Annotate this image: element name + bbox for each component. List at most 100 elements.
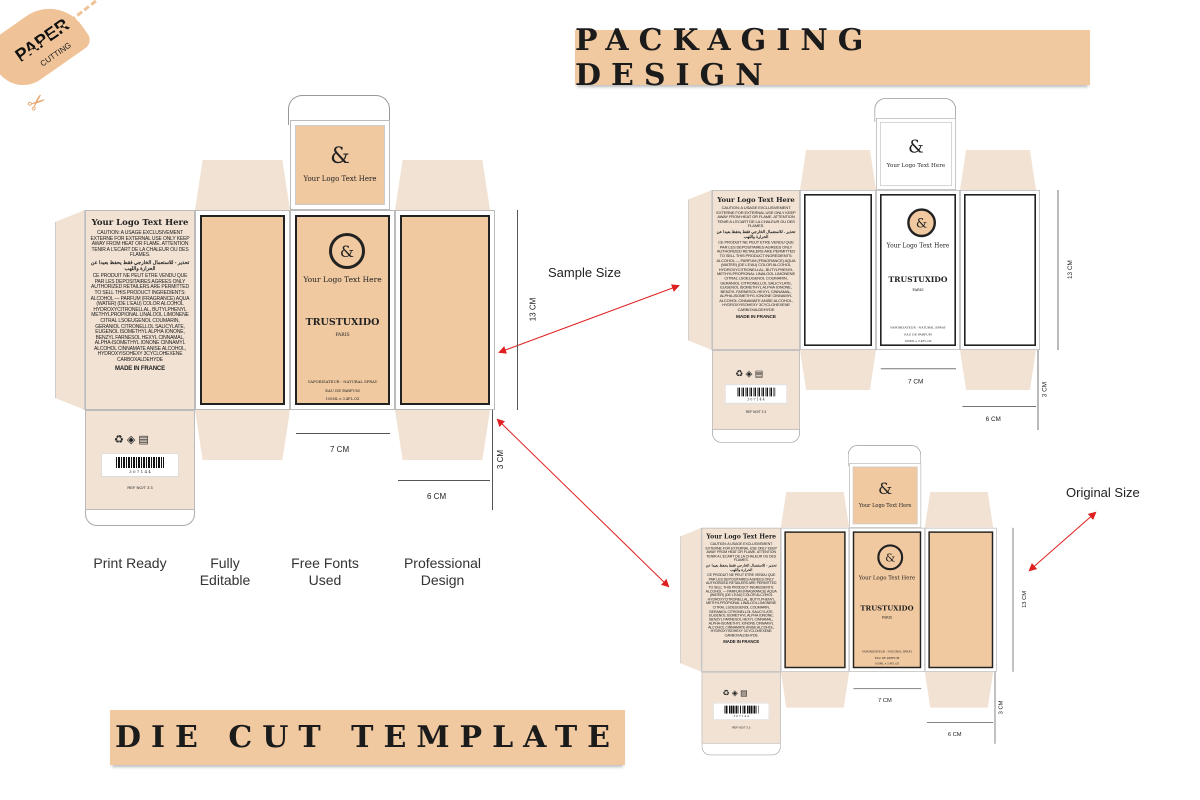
panel-face [964,194,1036,346]
ingredients-text: CE PRODUIT NE PEUT ETRE VENDU QUE PAR LE… [705,573,777,639]
arabic-text: تحذير - للاستعمال الخارجي فقط يحفظ بعيدا… [705,563,777,573]
width-dimension-label: 7 CM [330,445,350,454]
type-text: EAU DE PARFUM [904,332,932,337]
brand-name: TRUSTUXIDO [860,604,914,613]
side-logo-text: Your Logo Text Here [717,196,795,205]
feature-print-ready: Print Ready [93,555,167,571]
dust-flap-bottom-left [780,671,850,708]
glue-flap [680,527,702,672]
side-panel-left [800,190,876,350]
flap-dimension-line [492,410,493,510]
spray-text: VAPORISATEUR - NATURAL SPRAY [307,379,378,384]
ampersand-logo-icon: & [878,480,893,499]
flap-dimension-line [994,671,996,744]
barcode-digits: 3 0 7 1 4 4 [129,469,151,474]
arabic-text: تحذير - للاستعمال الخارجي فقط يحفظ بعيدا… [90,259,190,272]
top-panel-face: & Your Logo Text Here [295,125,385,205]
front-panel: & Your Logo Text Here TRUSTUXIDO PARIS V… [876,190,960,350]
glue-flap [688,190,712,350]
side-panel-left [195,210,290,410]
made-in-text: MADE IN FRANCE [736,314,776,320]
dust-flap-bottom-left [195,410,290,460]
dust-flap-bottom-left [800,350,876,390]
barcode: 3 0 7 1 4 4 [713,702,770,721]
ampersand-logo-icon: & [330,144,350,169]
top-panel-face: & Your Logo Text Here [852,466,918,525]
width-dimension-line [853,688,922,690]
original-size-label: Original Size [1066,485,1140,500]
barcode-bars [723,705,759,714]
front-panel: & Your Logo Text Here TRUSTUXIDO PARIS V… [290,210,395,410]
barcode-digits: 3 0 7 1 4 4 [747,397,765,402]
panel-face [928,531,994,669]
feature-professional-design: Professional Design [403,555,482,588]
volume-text: 100ML e 3.4FL.OZ [904,339,932,343]
lid-tab [847,445,922,467]
width-dimension-label: 7 CM [908,378,924,386]
ref-number: REF NO/T 3 3 [127,485,153,490]
sample-size-label: Sample Size [548,265,621,280]
dust-flap-top-right [960,150,1036,190]
original-arrow [496,418,670,588]
panel-face [804,194,872,346]
brand-city: PARIS [912,288,924,293]
side-panel-right [960,190,1040,350]
barcode: 3 0 7 1 4 4 [724,384,788,404]
side-panel-info: Your Logo Text Here CAUTION: A USAGE EXC… [85,210,195,410]
front-panel-face: & Your Logo Text Here TRUSTUXIDO PARIS V… [295,215,390,405]
barcode: 3 0 7 1 4 4 [101,453,179,477]
feature-fully-editable: Fully Editable [199,555,251,588]
front-panel-face: & Your Logo Text Here TRUSTUXIDO PARIS V… [852,531,922,669]
panel-face [784,531,846,669]
volume-text: 100ML e 3.4FL.OZ [325,397,360,401]
original-size-arrow [1028,511,1097,572]
type-text: EAU DE PARFUM [874,655,900,660]
top-panel: & Your Logo Text Here [290,120,390,210]
bottom-tab [701,743,781,756]
dust-flap-bottom-right [395,410,490,460]
height-dimension-label: 13 CM [1020,590,1028,608]
sample-arrow [498,284,680,354]
flap-dimension-line [1037,350,1039,430]
ingredients-text: CE PRODUIT NE PEUT ETRE VENDU QUE PAR LE… [716,240,796,313]
depth-dimension-line [962,406,1036,407]
logo-text: Your Logo Text Here [886,162,946,169]
brand-name: TRUSTUXIDO [888,275,948,285]
dust-flap-top-right [395,160,490,210]
width-dimension-line [296,433,390,434]
front-logo-text: Your Logo Text Here [858,574,916,582]
depth-dimension-line [398,480,490,481]
bottom-panel: ♻ ◈ ▤ 3 0 7 1 4 4 REF NO/T 3 3 [85,410,195,510]
top-panel: & Your Logo Text Here [876,118,956,190]
die-cut-box-original: & Your Logo Text Here ♻ ◈ ▤ 3 0 7 1 4 4 … [680,445,1040,762]
panel-face [400,215,490,405]
top-panel-face: & Your Logo Text Here [880,122,952,186]
bottom-panel: ♻ ◈ ▤ 3 0 7 1 4 4 REF NO/T 3 3 [701,671,781,744]
made-in-text: MADE IN FRANCE [115,365,165,372]
logo-seal-icon: & [907,208,936,238]
dust-flap-top-left [780,491,850,528]
side-panel-right [395,210,495,410]
barcode-bars [736,387,776,397]
die-cut-box: & Your Logo Text Here ♻ ◈ ▤ 3 0 7 1 4 4 … [55,95,555,535]
brand-city: PARIS [881,616,893,620]
flap-dimension-label: 3 CM [1040,381,1049,398]
height-dimension-line [1012,527,1014,672]
caution-text: CAUTION: A USAGE EXCLUSIVEMENT EXTERNE F… [90,230,190,259]
dust-flap-bottom-right [960,350,1036,390]
depth-dimension-label: 6 CM [985,415,1001,423]
depth-dimension-line [926,722,994,723]
type-text: EAU DE PARFUM [325,388,360,393]
flap-dimension-label: 3 CM [496,449,506,470]
height-dimension-line [1057,190,1059,350]
barcode-bars [116,457,164,468]
width-dimension-label: 7 CM [878,697,892,704]
feature-free-fonts: Free Fonts Used [291,555,359,588]
height-dimension-label: 13 CM [528,297,538,322]
side-panel-right [924,527,997,672]
side-logo-text: Your Logo Text Here [706,533,777,541]
bottom-tab [85,510,195,526]
bottom-panel: ♻ ◈ ▤ 3 0 7 1 4 4 REF NO/T 3 3 [712,350,800,430]
dust-flap-bottom-right [924,671,994,708]
